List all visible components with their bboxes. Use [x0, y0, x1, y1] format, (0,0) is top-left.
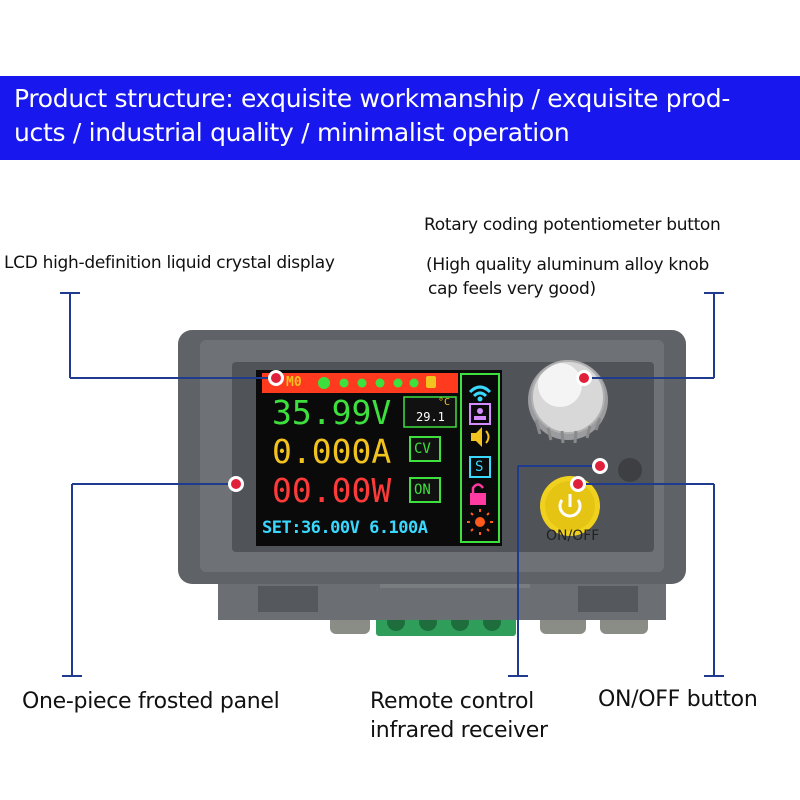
label-remote-2: infrared receiver: [370, 718, 548, 743]
label-remote-1: Remote control: [370, 689, 534, 714]
wifi-icon: [468, 385, 492, 402]
lcd-voltage: 35.99V: [272, 393, 392, 432]
lcd-state-on: ON: [414, 482, 431, 498]
label-onoff: ON/OFF button: [598, 687, 758, 712]
label-rotary-desc-1: (High quality aluminum alloy knob: [426, 255, 710, 275]
marker-onoff: [570, 476, 586, 492]
ir-receiver: [618, 458, 642, 482]
callout-markers: [228, 370, 608, 492]
lcd-mode-cv: CV: [414, 441, 431, 457]
banner-line-2: ucts / industrial quality / minimalist o…: [14, 118, 570, 147]
banner-line-1: Product structure: exquisite workmanship…: [14, 84, 731, 113]
label-rotary-desc-2: cap feels very good): [428, 279, 596, 299]
speaker-icon: [471, 427, 490, 447]
lcd-screen: [256, 370, 502, 546]
sync-s-icon: [469, 456, 491, 478]
lcd-status-tag: M0: [286, 375, 302, 390]
lcd-side-s: S: [475, 459, 484, 475]
lcd-temp-unit: °C: [438, 397, 451, 408]
lcd-set-line: SET:36.00V 6.100A: [262, 518, 428, 538]
lcd-current: 0.000A: [272, 432, 392, 471]
marker-remote: [592, 458, 608, 474]
marker-lcd: [268, 370, 284, 386]
callout-lines: [60, 292, 724, 677]
memory-icon: [469, 403, 491, 425]
title-banner: Product structure: exquisite workmanship…: [0, 76, 800, 160]
lcd-power: 00.00W: [272, 471, 392, 510]
brightness-icon: [467, 509, 493, 535]
onoff-button: [540, 476, 600, 536]
label-rotary-title: Rotary coding potentiometer button: [424, 215, 721, 235]
label-panel: One-piece frosted panel: [22, 689, 280, 714]
label-lcd: LCD high-definition liquid crystal displ…: [4, 253, 335, 273]
lcd-temp-value: 29.1: [416, 410, 445, 424]
onoff-button-label: ON/OFF: [546, 528, 600, 544]
lock-icon: [470, 483, 486, 505]
marker-panel: [228, 476, 244, 492]
marker-knob: [576, 370, 592, 386]
